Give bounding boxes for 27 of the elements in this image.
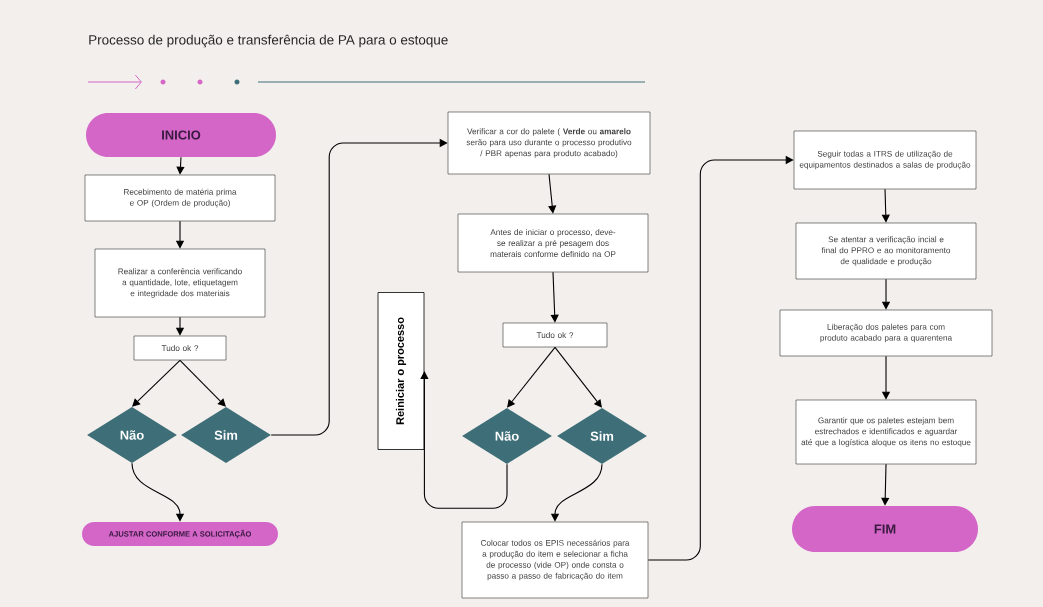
arrow — [420, 371, 508, 509]
process-box: Reiniciar o processo — [377, 292, 425, 450]
arrow — [132, 359, 181, 407]
process-box: Liberação dos paletes para com produto acabado para a quarentena — [779, 309, 993, 357]
arrow — [550, 271, 559, 323]
process-box: Recebimento de matéria prima e OP (Ordem de produção) — [84, 174, 276, 222]
process-box: Tudo ok ? — [502, 322, 608, 348]
arrow — [881, 463, 890, 506]
title: Processo de produção e transferência de PA para o estoque — [89, 34, 448, 48]
arrow — [179, 359, 226, 407]
process-box: Antes de iniciar o processo, deve-se realizar a pré pesagem dos materais conforme definido na OP — [457, 213, 649, 273]
arrow — [176, 156, 185, 175]
arrow — [647, 155, 794, 561]
arrow — [270, 138, 448, 436]
arrow — [548, 173, 557, 214]
process-box: Seguir todas a ITRS de utilização de equipamentos destinados a salas de produção — [793, 130, 977, 190]
process-box: Verificar a cor do palete ( Verde ou amarelo serão para uso durante o processo produtivo / PBR apenas para produto acabado) — [447, 111, 651, 175]
process-box: Garantir que os paletes estejam bem estrechados e identificados e aguardar até que a logística aloque os itens no estoque — [795, 399, 977, 465]
arrow — [131, 462, 185, 522]
process-box: Tudo ok ? — [133, 335, 227, 361]
arrow — [554, 346, 602, 408]
arrow — [507, 346, 556, 408]
process-box: Se atentar a verificação incial e final do PPRO e ao monitoramento de qualidade e produção — [795, 222, 977, 280]
terminal-pill: INICIO — [86, 113, 276, 157]
process-box: Colocar todos os EPIS necessários para a produção do item e selecionar a ficha de processo (vide OP) onde consta o passo a passo de fabricação do item — [461, 521, 649, 599]
terminal-pill: FIM — [792, 506, 978, 552]
process-box: Realizar a conferência verificando a quantidade, lote, etiquetagem e integridade dos materiais — [94, 248, 266, 318]
